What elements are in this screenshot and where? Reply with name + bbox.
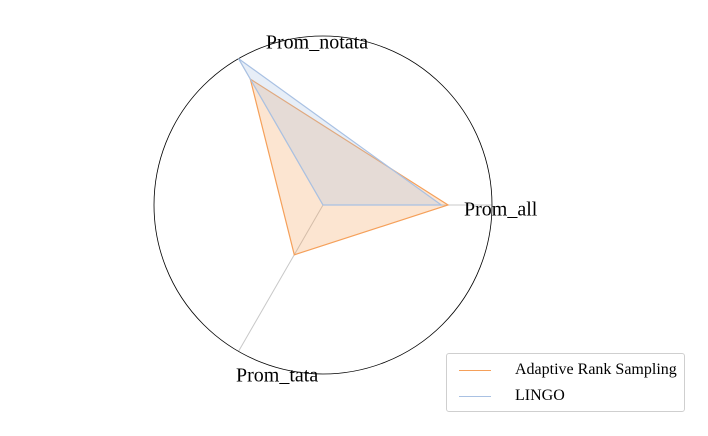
series-area-adaptive-rank-sampling [249, 77, 450, 256]
legend-label-lingo: LINGO [515, 387, 565, 404]
radar-outer-ring [153, 35, 493, 375]
legend-label-adaptive-rank-sampling: Adaptive Rank Sampling [515, 361, 677, 378]
axis-label-prom-notata: Prom_notata [266, 32, 368, 54]
radar-series-layer [237, 58, 450, 256]
legend-item-adaptive-rank-sampling: Adaptive Rank Sampling [459, 360, 677, 380]
chart-legend: Adaptive Rank Sampling LINGO [446, 353, 685, 412]
legend-swatch-adaptive-rank-sampling [459, 369, 491, 371]
axis-label-prom-tata: Prom_tata [236, 365, 318, 387]
series-area-lingo [237, 58, 444, 206]
axis-label-prom-all: Prom_all [464, 199, 538, 221]
legend-swatch-lingo [459, 395, 491, 397]
spoke-prom-tata [238, 204, 324, 352]
legend-item-lingo: LINGO [459, 386, 565, 406]
